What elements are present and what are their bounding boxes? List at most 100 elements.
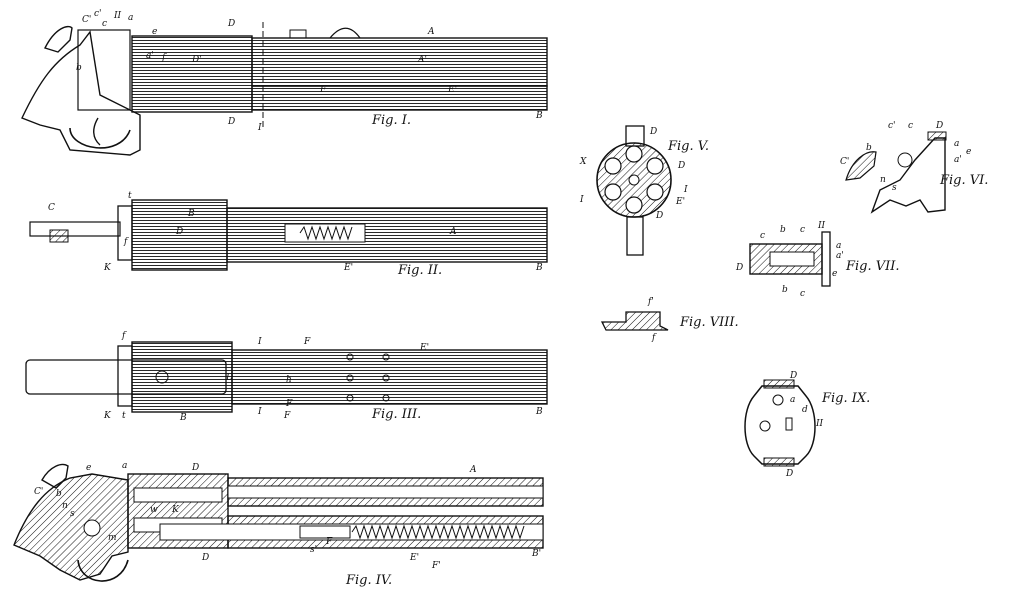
fig4-label-9: K [171, 505, 180, 515]
fig1-label-9: A' [417, 55, 427, 65]
fig6-label-2: D [935, 121, 943, 131]
fig7-label-9: c [800, 289, 805, 299]
fig4-label-0: e [86, 463, 91, 473]
fig7-label-1: b [780, 225, 786, 235]
fig1-cylinder [131, 35, 253, 113]
fig4-trigger-guard [77, 559, 129, 582]
fig4-label-7: s [70, 509, 75, 519]
fig1-label-10: F [319, 85, 327, 95]
fig4-caption: Fig. IV. [345, 573, 392, 588]
fig4-label-6: n [62, 501, 68, 511]
fig9-bottom-lug [763, 457, 795, 467]
fig6-label-5: C' [840, 157, 849, 167]
fig3-label-0: f [121, 331, 127, 341]
fig6-label-9: s [892, 183, 897, 193]
fig2-label-0: C [48, 203, 55, 213]
fig4-chamber [133, 487, 223, 503]
fig5-center-pin [628, 174, 640, 186]
fig2-caption: Fig. II. [397, 263, 442, 278]
fig3-label-4: D [225, 373, 233, 383]
fig1-stock-outline [21, 30, 141, 156]
fig1-barrel-lower [251, 85, 548, 111]
fig7-label-0: c [760, 231, 765, 241]
fig3-rivet [346, 394, 354, 402]
fig9-top-lug [763, 379, 795, 389]
fig4-label-12: s' [310, 545, 317, 555]
figure-9-plate-end-view: D a d II D Fig. IX. [744, 371, 870, 479]
fig6-plate [927, 131, 947, 141]
fig6-label-6: b [866, 143, 872, 153]
fig5-chamber [646, 183, 664, 201]
figure-1-side-elevation: C' c c' II a e D D' A A' F E' D I B a' f… [21, 9, 548, 156]
fig9-caption: Fig. IX. [821, 391, 870, 406]
fig3-label-12: B [535, 407, 543, 417]
fig1-label-7: D' [191, 55, 202, 65]
fig4-label-4: C' [34, 487, 43, 497]
fig4-label-16: B' [531, 549, 541, 559]
fig8-latch [600, 311, 669, 331]
fig4-label-5: b [56, 489, 62, 499]
fig1-label-2: c' [94, 9, 102, 19]
fig5-label-5: E' [675, 197, 685, 207]
fig3-rivet [346, 353, 354, 361]
fig1-label-12: D [227, 117, 235, 127]
fig2-label-1: t [128, 191, 132, 201]
fig9-label-2: d [802, 405, 808, 415]
fig5-chamber [625, 145, 643, 163]
fig4-magazine-spring [351, 524, 525, 540]
fig3-rivet [382, 394, 390, 402]
fig6-label-7: a' [954, 155, 962, 165]
fig6-label-1: c [908, 121, 913, 131]
fig3-label-1: I [257, 337, 262, 347]
fig3-label-3: E' [419, 343, 429, 353]
fig7-label-2: c [800, 225, 805, 235]
fig6-frame [870, 137, 946, 214]
fig2-label-4: A [449, 227, 457, 237]
fig3-caption: Fig. III. [371, 407, 421, 422]
fig3-rivet [346, 374, 354, 382]
fig7-caption: Fig. VII. [845, 259, 900, 274]
fig1-label-4: a [128, 13, 133, 23]
fig2-spring-slot [284, 223, 366, 243]
fig5-label-3: I [579, 195, 584, 205]
fig5-label-1: X [579, 157, 587, 167]
fig1-label-17: b [76, 63, 82, 73]
fig3-label-5: h [286, 375, 292, 385]
fig4-label-1: a [122, 461, 127, 471]
fig4-label-13: F [325, 537, 333, 547]
fig9-label-1: a [790, 395, 795, 405]
fig4-pivot [83, 519, 101, 537]
fig6-label-4: e [966, 147, 971, 157]
fig5-chamber [625, 196, 643, 214]
fig6-tumbler [897, 152, 913, 168]
fig5-caption: Fig. V. [667, 139, 709, 154]
fig6-hammer [845, 151, 877, 181]
fig7-label-5: D [735, 263, 743, 273]
fig7-plate [821, 231, 831, 287]
fig8-caption: Fig. VIII. [679, 315, 739, 330]
fig3-rivet [382, 353, 390, 361]
fig9-label-3: II [815, 419, 824, 429]
fig3-label-7: K [103, 411, 112, 421]
fig1-barrel-upper [251, 37, 548, 87]
fig1-frame [77, 29, 131, 111]
fig1-rear-sight [329, 27, 361, 39]
fig5-label-0: D [649, 127, 657, 137]
fig9-label-4: D [785, 469, 793, 479]
fig9-plate [744, 385, 816, 465]
fig3-label-10: I [257, 407, 262, 417]
fig4-label-3: A [469, 465, 477, 475]
fig7-label-8: b [782, 285, 788, 295]
fig2-label-8: B [535, 263, 543, 273]
fig3-label-11: F [283, 411, 291, 421]
fig7-label-6: a' [836, 251, 844, 261]
fig5-label-2: D [677, 161, 685, 171]
fig1-front-sight [289, 29, 307, 39]
fig2-label-5: f [123, 237, 129, 247]
fig1-trigger [93, 117, 101, 146]
fig1-label-15: a' [146, 51, 154, 61]
fig3-label-2: F [303, 337, 311, 347]
figure-6-lock-detail: c' c D a e C' b a' n s Fig. VI. [840, 121, 988, 214]
fig4-bore [227, 485, 544, 499]
